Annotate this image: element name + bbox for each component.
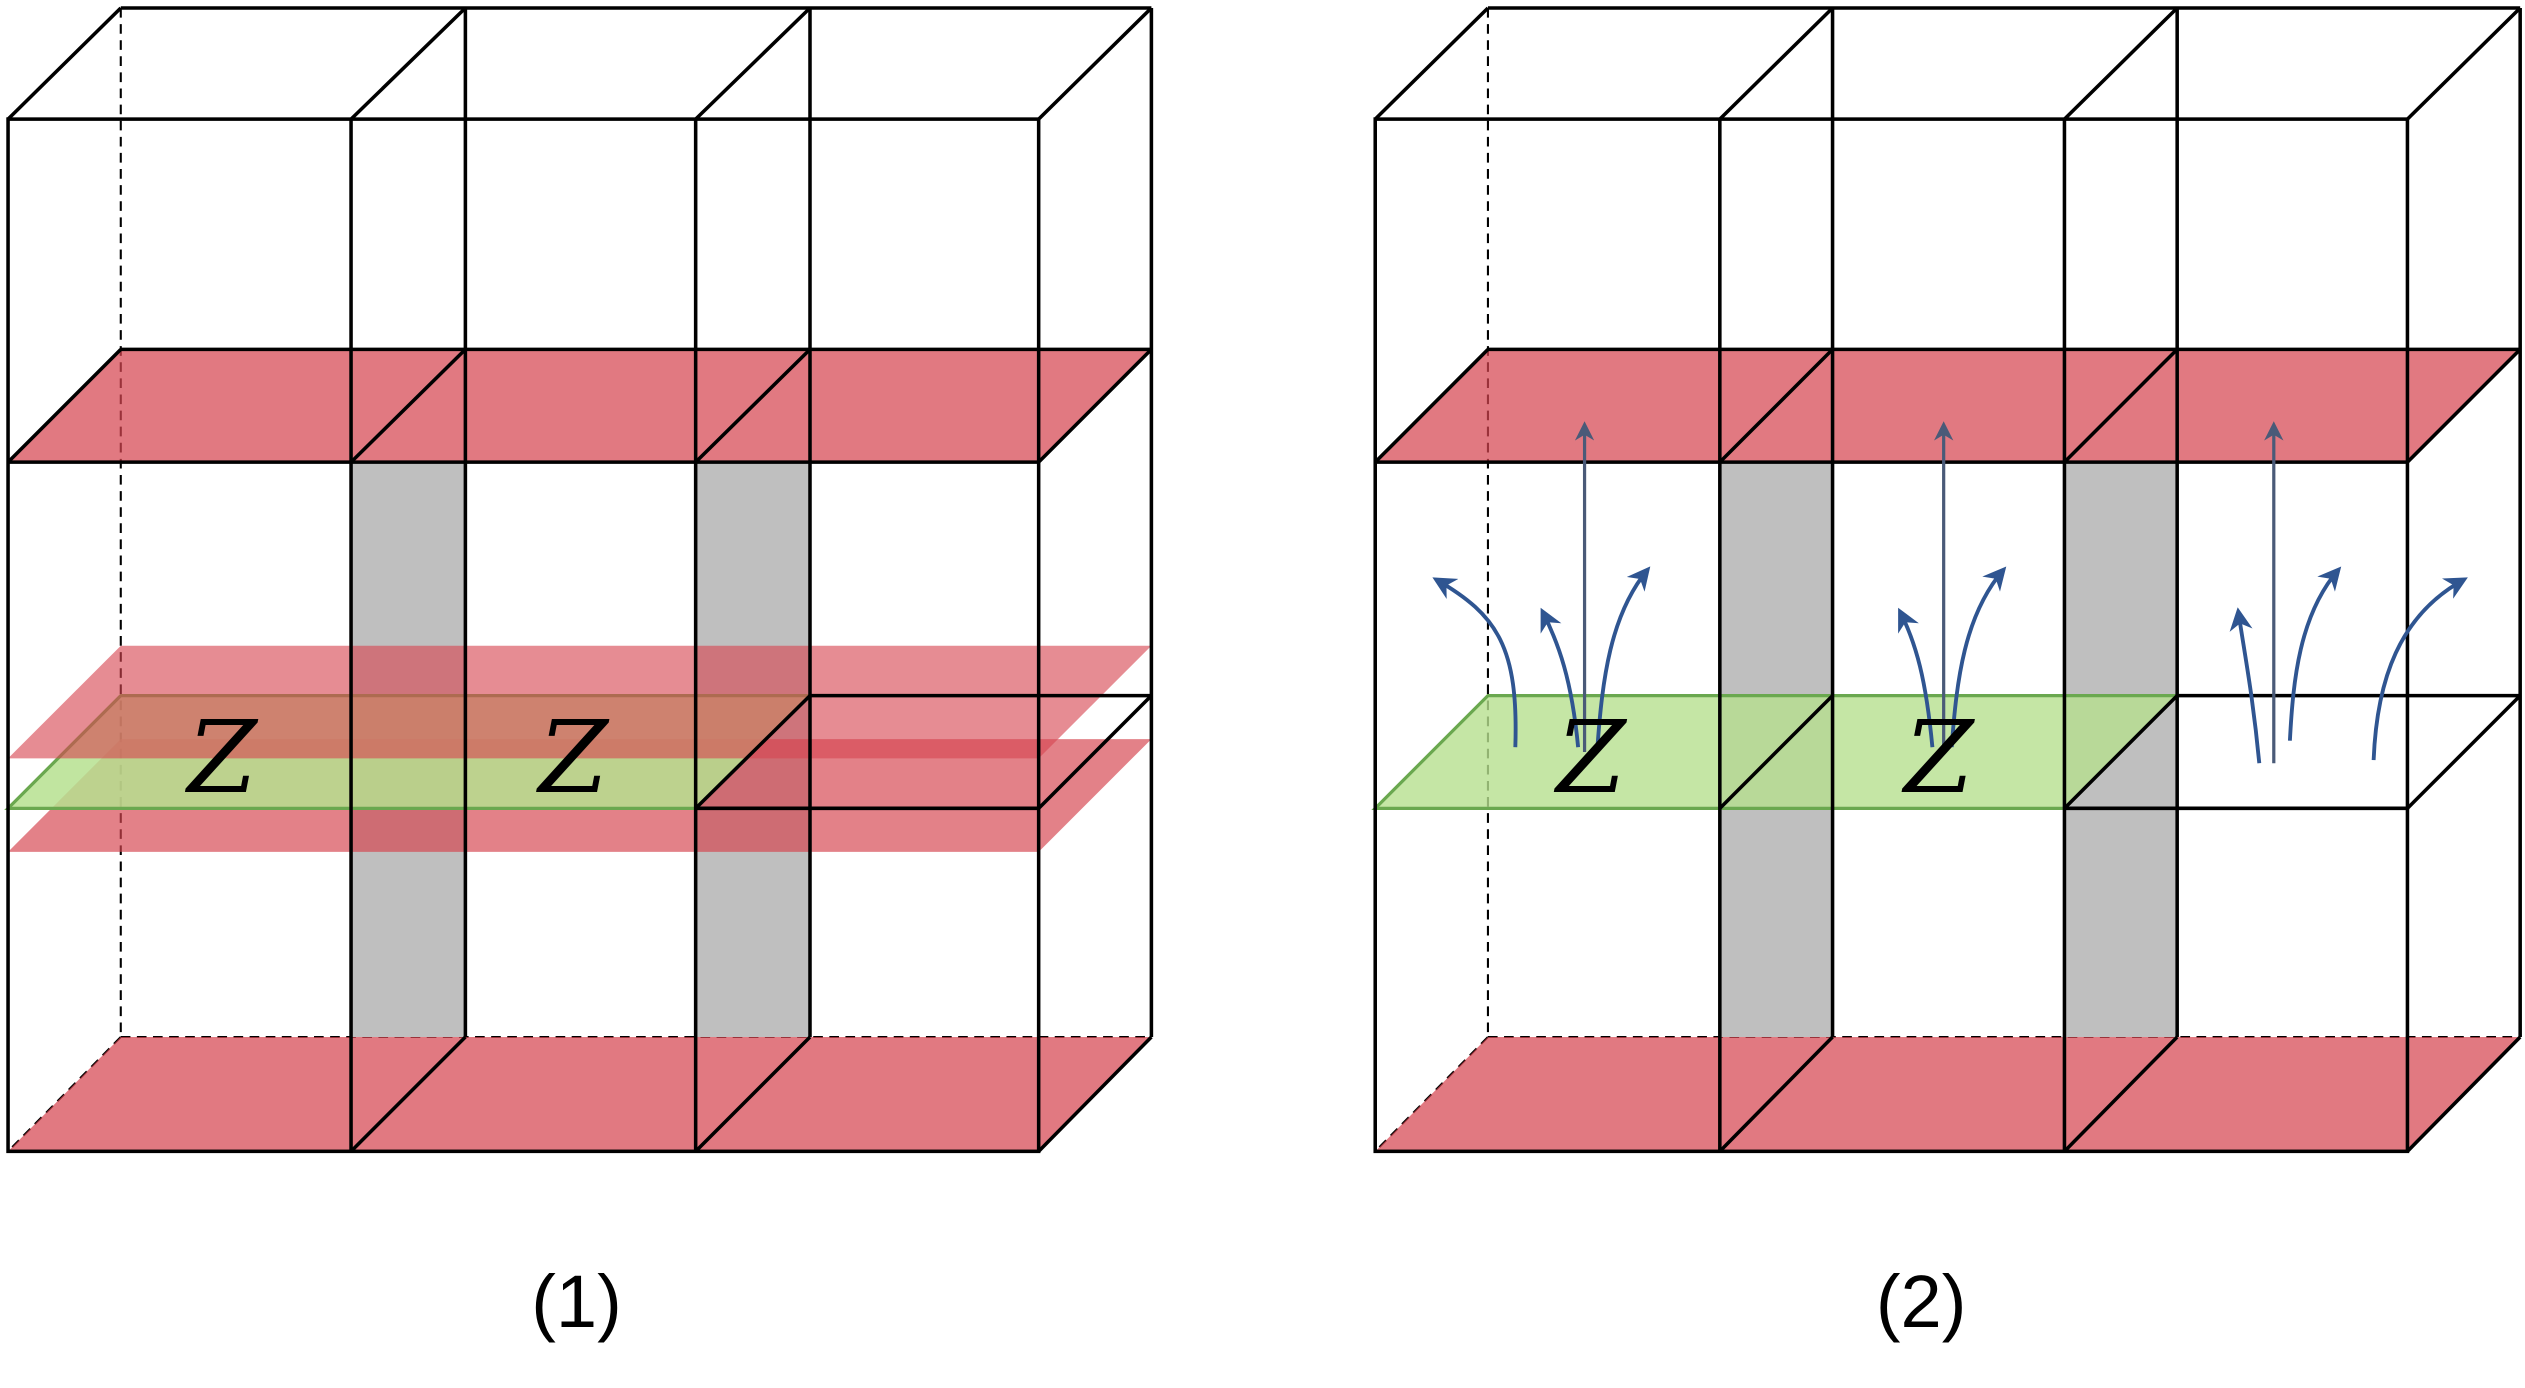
panel-1-caption: (1) <box>531 1260 622 1343</box>
panel-2-vertical-arrows <box>1574 421 2284 764</box>
panel-2: Z Z (2) <box>1371 6 2522 1343</box>
panel-2-grid-edges <box>1373 6 2522 1154</box>
panel-1-bottom-red-plane <box>8 1037 1152 1152</box>
panel-2-bottom-red-plane <box>1375 1037 2521 1152</box>
panel-2-caption: (2) <box>1876 1260 1967 1343</box>
panel-1-hidden-edges <box>7 7 1152 1153</box>
panel-2-top-red-plane <box>1375 349 2521 463</box>
panel-1-z-label-1: Z <box>185 699 259 816</box>
panel-1-z-label-2: Z <box>536 699 610 816</box>
panel-2-z-label-2: Z <box>1901 699 1975 816</box>
panel-1-gray-columns <box>351 462 810 1038</box>
panel-2-curved-arrows <box>1432 566 2468 764</box>
panel-1-grid-edges <box>6 6 1154 1154</box>
panel-1-shifted-red-plane-upper <box>8 645 1152 759</box>
panel-2-z-label-1: Z <box>1553 699 1627 816</box>
panel-2-hidden-edges <box>1374 7 2521 1153</box>
panel-1: Z Z (1) <box>4 6 1154 1343</box>
panel-1-top-red-plane <box>8 349 1152 463</box>
